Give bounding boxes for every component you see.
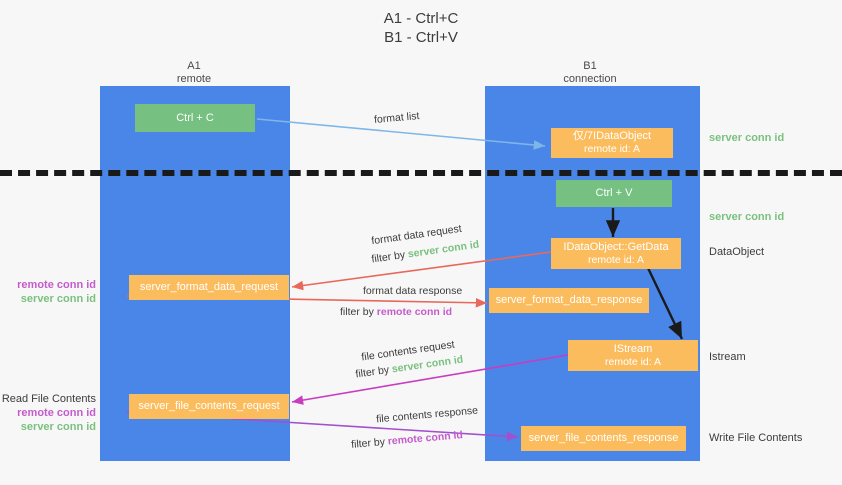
- annotation-fdreq-filter-prefix: filter by: [370, 248, 409, 266]
- section-divider: [0, 170, 842, 176]
- node-istream[interactable]: IStream remote id: A: [568, 340, 698, 371]
- label-read-file-contents: Read File Contents: [1, 393, 96, 405]
- label-read-file-remote-conn-id: remote conn id: [17, 407, 96, 419]
- annotation-fcreq-filter-prefix: filter by: [354, 363, 393, 381]
- node-server-file-contents-response[interactable]: server_file_contents_response: [521, 426, 686, 451]
- node-idataobject-top-line2: remote id: A: [583, 143, 641, 155]
- annotation-fdres-filter-prefix: filter by: [340, 306, 377, 318]
- node-istream-line1: IStream: [613, 342, 653, 355]
- diagram-title: A1 - Ctrl+C B1 - Ctrl+V: [0, 9, 842, 47]
- label-server-conn-id-top: server conn id: [709, 132, 785, 144]
- node-server-format-data-response[interactable]: server_format_data_response: [489, 288, 649, 313]
- label-dataobject: DataObject: [709, 246, 765, 258]
- node-ctrl-c[interactable]: Ctrl + C: [135, 104, 255, 132]
- node-getdata-line2: remote id: A: [587, 253, 645, 266]
- label-istream: Istream: [709, 351, 746, 363]
- title-line-1: A1 - Ctrl+C: [383, 10, 459, 27]
- node-server-file-contents-request-label: server_file_contents_request: [138, 400, 280, 412]
- node-ctrl-v[interactable]: Ctrl + V: [556, 180, 672, 207]
- column-b1-sub: connection: [563, 73, 617, 85]
- label-format-conn-group: remote conn id server conn id: [0, 278, 96, 306]
- annotation-fcres-filter-key: remote conn id: [387, 429, 464, 448]
- node-getdata-line1: IDataObject::GetData: [563, 240, 669, 253]
- node-idataobject-top-line1: 仅/7IDataObject: [572, 130, 652, 142]
- column-header-b1: B1 connection: [510, 60, 670, 86]
- node-istream-line2: remote id: A: [604, 355, 662, 368]
- column-b1-name: B1: [583, 60, 597, 72]
- column-a1-name: A1: [187, 60, 201, 72]
- node-idataobject-top[interactable]: 仅/7IDataObject remote id: A: [551, 128, 673, 158]
- node-server-format-data-request-label: server_format_data_request: [139, 281, 279, 293]
- node-ctrl-v-label: Ctrl + V: [595, 187, 633, 199]
- node-server-format-data-response-label: server_format_data_response: [495, 294, 643, 306]
- node-server-file-contents-request[interactable]: server_file_contents_request: [129, 394, 289, 419]
- column-header-a1: A1 remote: [118, 60, 270, 86]
- annotation-format-data-response-filter: filter by remote conn id: [340, 305, 452, 319]
- node-idataobject-getdata[interactable]: IDataObject::GetData remote id: A: [551, 238, 681, 269]
- node-server-format-data-request[interactable]: server_format_data_request: [129, 275, 289, 300]
- annotation-fcres-filter-prefix: filter by: [350, 435, 389, 451]
- node-server-file-contents-response-label: server_file_contents_response: [528, 432, 679, 444]
- label-write-file-contents: Write File Contents: [709, 432, 803, 444]
- title-line-2: B1 - Ctrl+V: [384, 29, 458, 46]
- annotation-fdres-filter-key: remote conn id: [376, 306, 453, 318]
- label-server-conn-id-mid: server conn id: [709, 211, 785, 223]
- label-format-remote-conn-id: remote conn id: [17, 279, 96, 291]
- annotation-file-contents-response-filter: filter by remote conn id: [351, 428, 464, 452]
- annotation-format-data-response: format data response: [363, 285, 463, 297]
- label-format-server-conn-id: server conn id: [20, 293, 96, 305]
- label-read-file-server-conn-id: server conn id: [20, 421, 96, 433]
- annotation-format-list: format list: [373, 110, 420, 126]
- column-a1-sub: remote: [176, 73, 212, 85]
- node-ctrl-c-label: Ctrl + C: [176, 111, 214, 124]
- annotation-file-contents-response: file contents response: [375, 404, 479, 426]
- label-read-file-group: Read File Contents remote conn id server…: [0, 392, 96, 434]
